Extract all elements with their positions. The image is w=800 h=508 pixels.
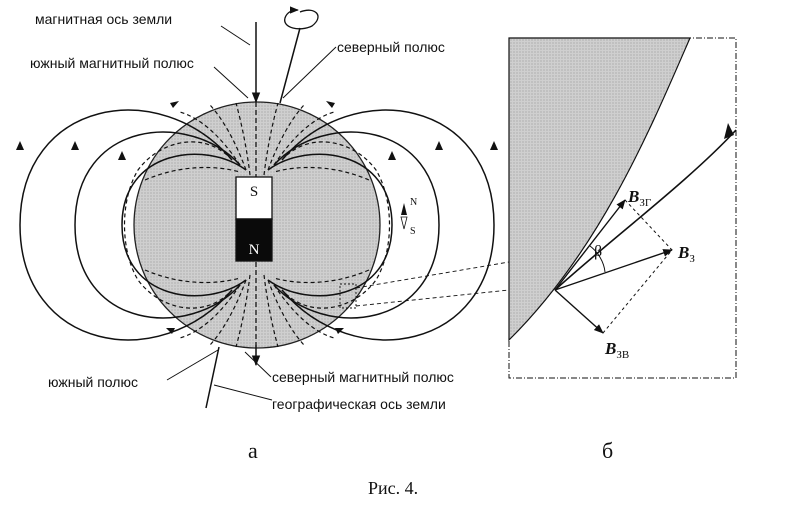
vector-b-horizontal <box>554 199 626 291</box>
compass-north-label: N <box>410 197 417 208</box>
magnet-south-half <box>235 176 273 220</box>
magnet-north-half <box>235 218 273 262</box>
magnet-south-label: S <box>250 184 258 200</box>
label-south-magnetic-pole: южный магнитный полюс <box>30 55 194 71</box>
label-geographic-axis: географическая ось земли <box>272 396 446 412</box>
field-line-detail <box>554 129 737 291</box>
angle-arc <box>589 245 606 273</box>
vector-b-vertical <box>554 289 604 334</box>
label-b-vertical: BЗВ <box>604 339 629 361</box>
compass-south-label: S <box>410 226 416 237</box>
label-north-pole: северный полюс <box>337 39 445 55</box>
angle-beta-label: β <box>594 243 602 260</box>
label-b-horizontal: BЗГ <box>627 187 651 209</box>
magnet-north-label: N <box>249 242 260 258</box>
zoom-region <box>339 283 357 309</box>
vector-b-total <box>554 249 673 291</box>
zoom-connector-top <box>355 261 510 289</box>
panel-a-label: а <box>248 438 258 463</box>
figure-caption: Рис. 4. <box>368 478 418 498</box>
label-b-total: BЗ <box>677 243 695 265</box>
field-arrows <box>16 101 498 334</box>
geographic-axis-bottom <box>205 346 220 409</box>
field-lines-inner <box>124 102 390 348</box>
label-south-pole: южный полюс <box>48 374 138 390</box>
zoom-connector-bottom <box>355 289 510 307</box>
geographic-axis-line <box>279 27 301 104</box>
leader-lines <box>166 25 337 401</box>
label-magnetic-axis: магнитная ось земли <box>35 11 172 27</box>
label-north-magnetic-pole: северный магнитный полюс <box>272 369 454 385</box>
compass-needle <box>400 203 408 230</box>
field-line-arrow <box>724 123 734 139</box>
panel-b-label: б <box>602 438 613 463</box>
vector-detail-panel: β BЗГ BЗ BЗВ б <box>508 37 737 463</box>
earth-field-panel: S N N S магнитная ось земли южный магнит… <box>16 6 510 463</box>
earth-surface-detail <box>508 37 691 342</box>
rotation-arrow <box>284 6 319 30</box>
field-lines-outer <box>19 109 495 341</box>
